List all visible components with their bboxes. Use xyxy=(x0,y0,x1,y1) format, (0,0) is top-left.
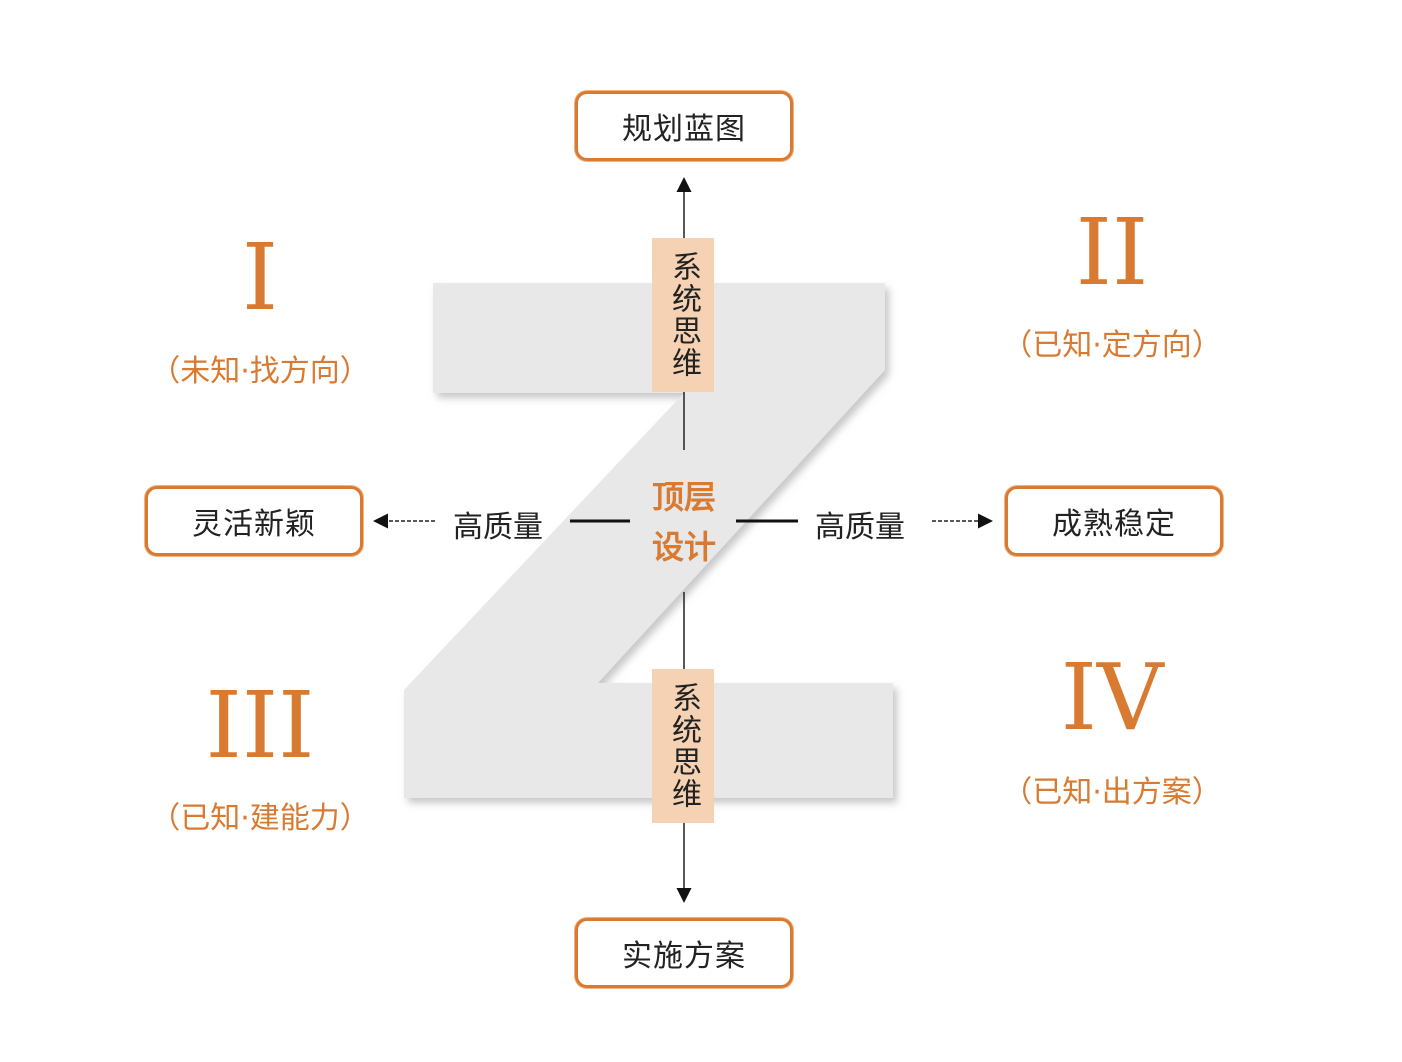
vertical-label-bottom: 系统思维 xyxy=(652,669,714,823)
z-shape xyxy=(404,283,893,798)
quadrant-2-numeral: II xyxy=(1075,199,1149,306)
quadrant-3-numeral: III xyxy=(205,672,315,779)
quadrant-2-subtitle: （已知·定方向） xyxy=(1002,328,1222,363)
quadrant-1-subtitle: （未知·找方向） xyxy=(150,354,370,389)
quadrant-4-numeral: IV xyxy=(1060,644,1164,751)
quadrant-3-subtitle: （已知·建能力） xyxy=(150,801,370,836)
horizontal-label-left: 高质量 xyxy=(453,510,543,545)
left-box: 灵活新颖 xyxy=(145,486,363,556)
quadrant-1-numeral: I xyxy=(241,224,279,331)
center-title-line2: 设计 xyxy=(651,528,716,566)
center-title-line1: 顶层 xyxy=(651,478,716,516)
top-box: 规划蓝图 xyxy=(575,91,793,161)
right-box: 成熟稳定 xyxy=(1005,486,1223,556)
center-title: 顶层 设计 xyxy=(634,472,734,572)
vertical-label-top: 系统思维 xyxy=(652,238,714,392)
horizontal-label-right: 高质量 xyxy=(815,510,905,545)
bottom-box: 实施方案 xyxy=(575,918,793,988)
quadrant-4-subtitle: （已知·出方案） xyxy=(1002,775,1222,810)
